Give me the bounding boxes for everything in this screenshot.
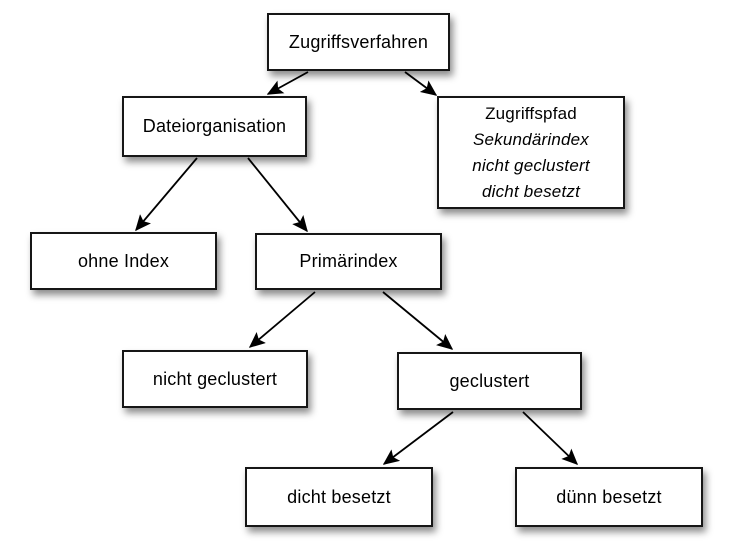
edge-dateiorganisation-to-primaerindex: [247, 157, 308, 233]
edge-primaerindex-to-nicht-geclustert: [248, 291, 316, 348]
node-geclustert: geclustert: [397, 352, 582, 410]
node-label: Dateiorganisation: [142, 116, 287, 137]
edge-primaerindex-to-geclustert: [382, 291, 454, 350]
edge-zugriffsverfahren-to-dateiorganisation: [266, 71, 309, 95]
node-label: geclustert: [449, 370, 530, 391]
node-ohne-index: ohne Index: [30, 232, 217, 290]
edge-zugriffsverfahren-to-zugriffspfad: [404, 71, 438, 96]
node-label: nicht geclustert: [152, 368, 278, 389]
node-label-line2: Sekundärindex: [472, 129, 589, 149]
node-primaerindex: Primärindex: [255, 233, 442, 290]
node-nicht-geclustert: nicht geclustert: [122, 350, 308, 408]
node-dateiorganisation: Dateiorganisation: [122, 96, 307, 157]
edge-dateiorganisation-to-ohne-index: [135, 157, 198, 232]
node-zugriffsverfahren: Zugriffsverfahren: [267, 13, 450, 71]
node-label: ohne Index: [77, 250, 170, 271]
node-label: Zugriffsverfahren: [288, 31, 429, 52]
node-zugriffspfad: Zugriffspfad Sekundärindex nicht geclust…: [437, 96, 625, 209]
node-label-line1: Zugriffspfad: [485, 103, 577, 123]
node-dicht-besetzt: dicht besetzt: [245, 467, 433, 527]
node-duenn-besetzt: dünn besetzt: [515, 467, 703, 527]
edge-geclustert-to-duenn-besetzt: [522, 411, 579, 465]
node-label-line4: dicht besetzt: [481, 181, 581, 201]
node-label-line3: nicht geclustert: [472, 155, 590, 175]
node-label: dicht besetzt: [287, 486, 391, 507]
node-label: dünn besetzt: [556, 486, 662, 507]
edge-geclustert-to-dicht-besetzt: [382, 411, 454, 465]
node-label: Primärindex: [299, 251, 398, 272]
